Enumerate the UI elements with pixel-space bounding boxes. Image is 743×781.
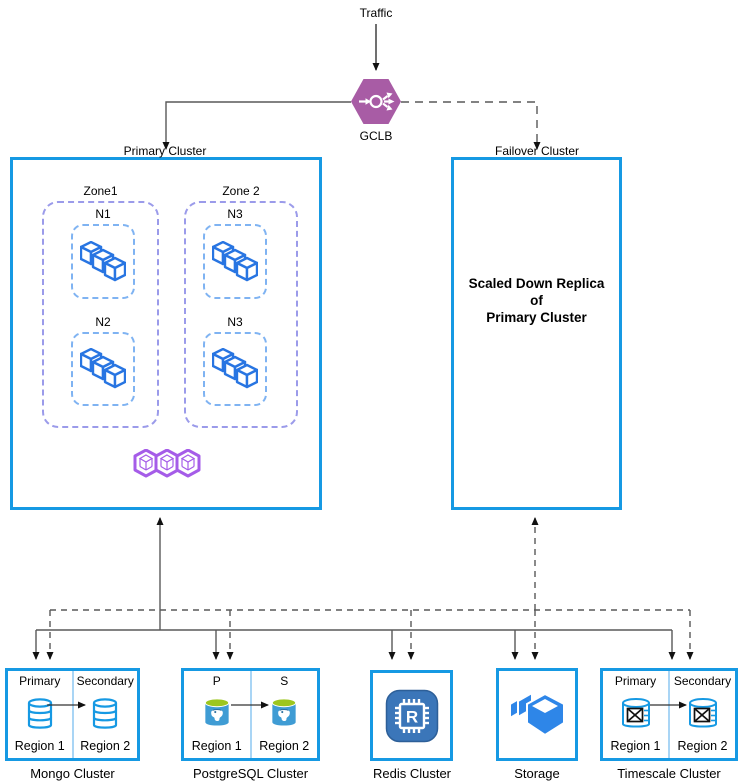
zone1-label: Zone1 — [83, 184, 118, 198]
mongo-secondary-label: Secondary — [76, 674, 134, 688]
timescale-secondary-half: Secondary Region 2 — [668, 671, 735, 758]
timescale-database-icon — [688, 697, 717, 728]
timescale-cluster-box: Primary Region 1 Secondary — [600, 668, 738, 761]
node-n3a-label: N3 — [227, 207, 243, 221]
pods-cubes-icon — [212, 240, 258, 281]
mongo-secondary-half: Secondary Region 2 — [71, 671, 138, 758]
failover-text-line1: Scaled Down Replica — [468, 276, 605, 291]
timescale-region1-label: Region 1 — [610, 739, 661, 753]
mongo-database-icon — [93, 697, 118, 729]
postgres-primary-half: P Region 1 — [184, 671, 250, 758]
postgresql-database-icon — [272, 698, 297, 726]
postgresql-database-icon — [204, 698, 229, 726]
gclb-load-balancer-icon — [351, 79, 401, 124]
storage-buckets-icon — [509, 690, 565, 736]
timescale-secondary-label: Secondary — [673, 674, 732, 688]
timescale-region2-label: Region 2 — [677, 739, 728, 753]
timescale-cluster-label: Timescale Cluster — [617, 766, 721, 781]
mongo-primary-half: Primary Region 1 — [8, 671, 72, 758]
timescale-primary-half: Primary Region 1 — [603, 671, 668, 758]
mongo-cluster-label: Mongo Cluster — [30, 766, 115, 781]
mongo-region2-label: Region 2 — [80, 739, 131, 753]
mongo-database-icon — [27, 697, 52, 729]
node-n2-box — [71, 332, 135, 406]
zone2-label: Zone 2 — [222, 184, 260, 198]
storage-box — [496, 668, 578, 761]
postgres-secondary-half: S Region 2 — [249, 671, 318, 758]
failover-cluster-label: Failover Cluster — [494, 144, 580, 158]
failover-text-line2: of — [530, 293, 543, 308]
node-n3a-box — [203, 224, 267, 299]
mongo-region1-label: Region 1 — [14, 739, 65, 753]
postgres-p-label: P — [212, 674, 221, 688]
node-n1-label: N1 — [95, 207, 111, 221]
mongo-primary-label: Primary — [19, 674, 61, 688]
pods-cubes-icon — [80, 240, 126, 281]
primary-cluster-label: Primary Cluster — [123, 144, 207, 158]
failover-cluster-text: Scaled Down Replica of Primary Cluster — [454, 275, 619, 326]
node-n3b-label: N3 — [227, 315, 243, 329]
gclb-label: GCLB — [359, 129, 393, 143]
gclb-to-failover-arrow — [401, 101, 541, 150]
pods-cubes-icon — [80, 348, 126, 389]
postgresql-cluster-label: PostgreSQL Cluster — [192, 766, 309, 781]
redis-cluster-box: R — [370, 670, 453, 761]
zone2-box — [184, 201, 298, 428]
node-n2-label: N2 — [95, 315, 111, 329]
zone1-box — [42, 201, 159, 428]
redis-chip-icon: R — [385, 689, 438, 742]
postgres-region1-label: Region 1 — [191, 739, 242, 753]
postgres-s-label: S — [280, 674, 289, 688]
redis-cluster-label: Redis Cluster — [372, 766, 452, 781]
traffic-label: Traffic — [359, 6, 393, 20]
redis-icon-letter: R — [405, 707, 417, 726]
pods-cubes-icon — [212, 348, 258, 389]
postgresql-cluster-box: P Region 1 S Region 2 — [181, 668, 320, 761]
timescale-primary-label: Primary — [614, 674, 657, 688]
timescale-database-icon — [621, 697, 650, 728]
hex-pods-icon — [133, 449, 201, 478]
storage-label: Storage — [514, 766, 560, 781]
node-n1-box — [71, 224, 135, 299]
failover-cluster-box: Scaled Down Replica of Primary Cluster — [451, 157, 622, 510]
node-n3b-box — [203, 332, 267, 406]
postgres-region2-label: Region 2 — [259, 739, 310, 753]
mongo-cluster-box: Primary Region 1 Secondary Region 2 — [5, 668, 140, 761]
failover-text-line3: Primary Cluster — [486, 310, 587, 325]
gclb-to-primary-arrow — [162, 101, 351, 150]
